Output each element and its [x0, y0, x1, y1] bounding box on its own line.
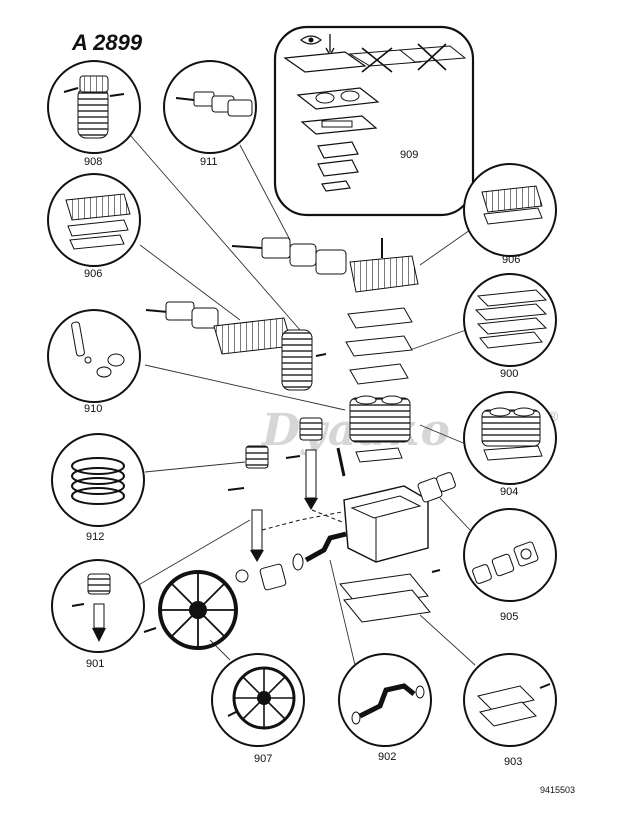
- kit-label-910: 910: [84, 403, 102, 415]
- kit-903-parts: [477, 683, 551, 727]
- main-assembly: [143, 237, 456, 650]
- registered-mark: ®: [548, 408, 559, 424]
- kit-910-parts: [71, 321, 125, 378]
- eye-icon: [300, 35, 322, 45]
- kit-908-parts: [63, 75, 125, 139]
- kit-label-905: 905: [500, 611, 518, 623]
- kit-labels: 908 911 909 906 906 900 910 904 912 905 …: [84, 149, 522, 768]
- document-number: 9415503: [540, 785, 576, 795]
- kit-906-right-parts: [481, 185, 543, 225]
- kit-label-908: 908: [84, 156, 102, 168]
- diagram-title: A 2899: [72, 30, 143, 55]
- kit-label-909: 909: [400, 149, 418, 161]
- kit-label-902: 902: [378, 751, 396, 763]
- kit-900-parts: [474, 289, 548, 349]
- kit-label-906-left: 906: [84, 268, 102, 280]
- kit-label-911: 911: [200, 156, 218, 168]
- kit-907-parts: [227, 666, 296, 730]
- kit-label-907: 907: [254, 753, 272, 765]
- kit-label-912: 912: [86, 531, 104, 543]
- cross-mark-icon: [361, 43, 447, 73]
- kit-label-904: 904: [500, 486, 518, 498]
- kit-905-parts: [472, 541, 539, 584]
- kit-label-900: 900: [500, 368, 518, 380]
- kit-label-906-right: 906: [502, 254, 520, 266]
- kit-906-top-left-parts: [65, 193, 131, 250]
- kit-label-903: 903: [504, 756, 522, 768]
- kit-911-parts: [175, 91, 253, 117]
- kit-912-parts: [71, 457, 125, 505]
- kit-909-box: [273, 25, 475, 217]
- kit-904-parts: [481, 407, 543, 461]
- kit-902-parts: [351, 683, 425, 725]
- kit-901-parts: [71, 573, 111, 642]
- kit-label-901: 901: [86, 658, 104, 670]
